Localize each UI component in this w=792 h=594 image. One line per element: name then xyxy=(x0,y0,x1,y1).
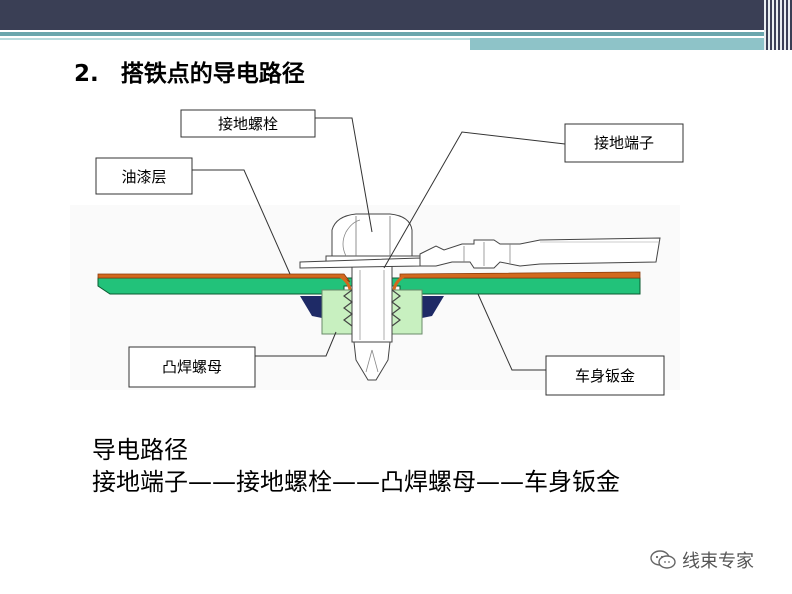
label-ground-bolt-text: 接地螺栓 xyxy=(218,115,278,133)
label-weld-nut-text: 凸焊螺母 xyxy=(162,358,222,376)
sealant-left xyxy=(300,296,322,318)
leader-ground-bolt xyxy=(315,117,373,233)
wechat-icon xyxy=(650,550,676,569)
label-ground-terminal-text: 接地端子 xyxy=(594,134,654,152)
bolt-tip xyxy=(353,341,391,381)
watermark-text: 线束专家 xyxy=(682,551,754,572)
label-paint-layer-text: 油漆层 xyxy=(121,168,166,186)
label-body-sheet-metal: 车身钣金 xyxy=(477,293,665,396)
bolt-tip-line-2 xyxy=(371,349,379,373)
terminal-crimp-and-wire xyxy=(419,237,661,269)
header-accent-line xyxy=(0,32,792,36)
leader-ground-terminal xyxy=(383,131,566,269)
leader-weld-nut xyxy=(255,331,337,357)
conduction-path-title: 导电路径 xyxy=(92,436,188,464)
paint-layer-left xyxy=(97,273,351,283)
heading-text: 搭铁点的导电路径 xyxy=(120,61,305,87)
watermark: 线束专家 xyxy=(650,547,754,573)
sealant-right xyxy=(422,296,444,318)
heading-number: 2. xyxy=(74,61,99,87)
bolt-shank xyxy=(351,265,393,343)
bolt-thread-left xyxy=(343,289,353,327)
slide-heading: 2. 搭铁点的导电路径 xyxy=(74,54,305,88)
bolt-tip-line-1 xyxy=(365,349,373,373)
header-accent-block xyxy=(470,38,792,50)
header-accent-line-thin xyxy=(0,38,470,40)
leader-paint-layer xyxy=(192,169,291,275)
label-weld-nut: 凸焊螺母 xyxy=(128,331,337,388)
bolt-head-shading xyxy=(342,219,361,257)
conduction-path-text: 接地端子——接地螺栓——凸焊螺母——车身钣金 xyxy=(92,468,620,496)
leader-body-sheet-metal xyxy=(477,293,546,371)
paint-layer-right xyxy=(399,271,641,279)
bolt-thread-right xyxy=(391,289,401,327)
label-body-sheet-metal-text: 车身钣金 xyxy=(575,367,635,385)
header-stripes xyxy=(764,0,792,50)
label-paint-layer: 油漆层 xyxy=(95,157,291,275)
header-bar xyxy=(0,0,792,30)
label-ground-terminal: 接地端子 xyxy=(383,123,684,269)
label-ground-bolt: 接地螺栓 xyxy=(180,109,373,233)
